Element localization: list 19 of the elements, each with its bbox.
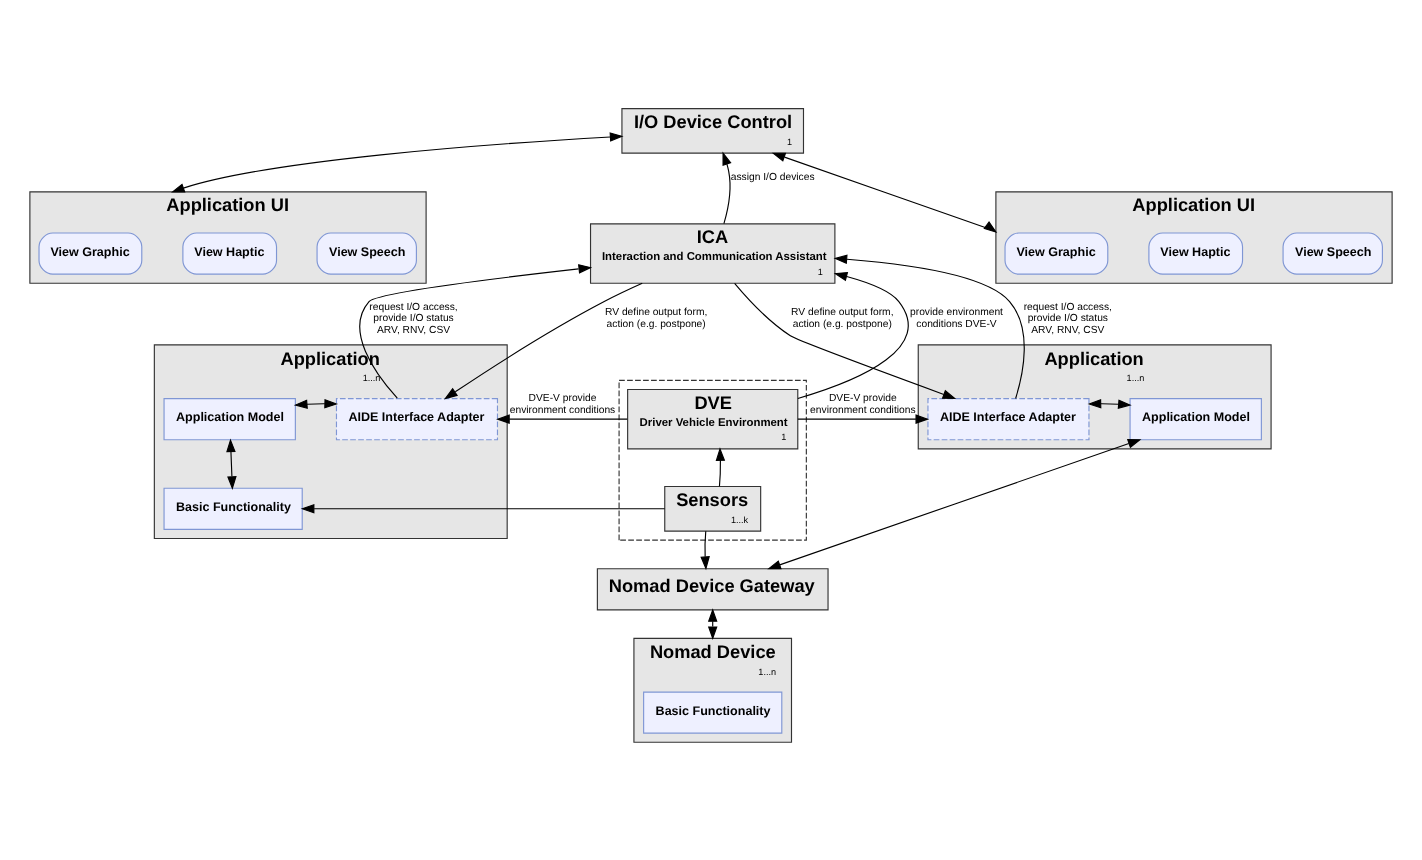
arrow (797, 414, 930, 424)
arrow (797, 271, 909, 400)
arrow (359, 264, 593, 399)
arrow (293, 398, 339, 409)
arrow (767, 439, 1142, 570)
arrow (722, 151, 732, 225)
arrow (300, 504, 666, 514)
arrow (700, 530, 710, 571)
arrow (734, 282, 957, 399)
cluster (618, 379, 807, 541)
arrow (171, 132, 624, 193)
arrow (226, 438, 237, 490)
arrow (1087, 398, 1132, 409)
arrow (771, 152, 998, 234)
arrow (443, 282, 643, 400)
arrow (715, 447, 726, 487)
arrow (833, 254, 1025, 400)
node-box: Nomad Device Gateway (596, 568, 829, 611)
arrow (496, 414, 628, 424)
